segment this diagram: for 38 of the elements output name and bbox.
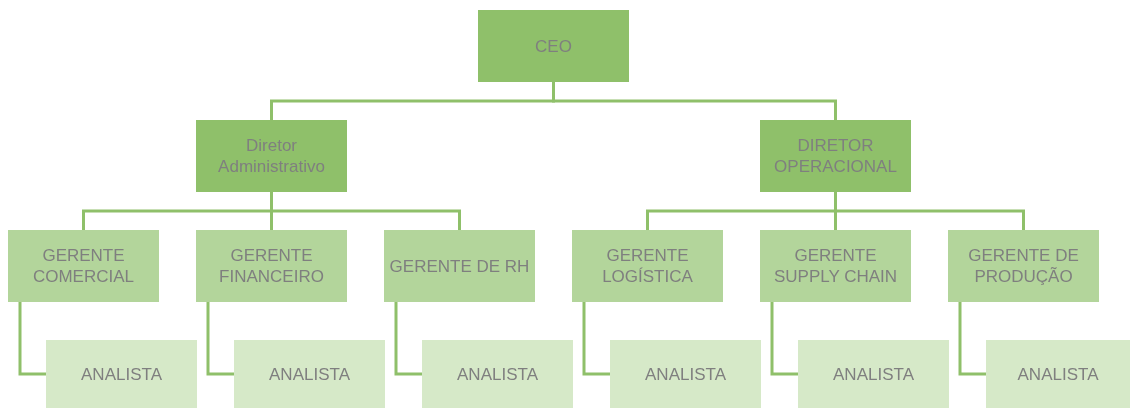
role-label: GERENTE DE RH (389, 255, 530, 277)
role-label: GERENTE SUPPLY CHAIN (772, 245, 899, 287)
role-label: GERENTE COMERCIAL (31, 245, 136, 287)
connector-line (834, 192, 1025, 230)
role-label: Diretor Administrativo (217, 135, 326, 177)
connector-line (582, 302, 610, 376)
role-label: GERENTE FINANCEIRO (218, 245, 325, 287)
connector-line (206, 302, 234, 376)
role-label: ANALISTA (645, 363, 726, 385)
org-box (46, 340, 197, 408)
role-label: ANALISTA (269, 363, 350, 385)
org-box (8, 230, 159, 302)
org-box (478, 10, 629, 82)
role-label: CEO (535, 35, 572, 57)
org-box (196, 120, 347, 192)
org-box (610, 340, 761, 408)
org-box (760, 230, 911, 302)
role-label: ANALISTA (1017, 363, 1099, 385)
org-box (760, 120, 911, 192)
connector-line (394, 302, 422, 376)
connector-line (18, 302, 46, 376)
connector-line (770, 302, 798, 376)
org-box (948, 230, 1099, 302)
role-label: ANALISTA (81, 363, 162, 385)
role-label: ANALISTA (833, 363, 914, 385)
role-label: ANALISTA (457, 363, 538, 385)
role-label: DIRETOR OPERACIONAL (773, 135, 898, 177)
role-label: GERENTE LOGÍSTICA (601, 245, 694, 287)
org-box (986, 340, 1130, 408)
org-box (234, 340, 385, 408)
connector-line (270, 192, 461, 230)
org-box (384, 230, 535, 302)
org-box (196, 230, 347, 302)
org-box (422, 340, 573, 408)
org-box (798, 340, 949, 408)
role-label: GERENTE DE PRODUÇÃO (967, 245, 1080, 287)
org-box (572, 230, 723, 302)
connector-line (958, 302, 986, 376)
